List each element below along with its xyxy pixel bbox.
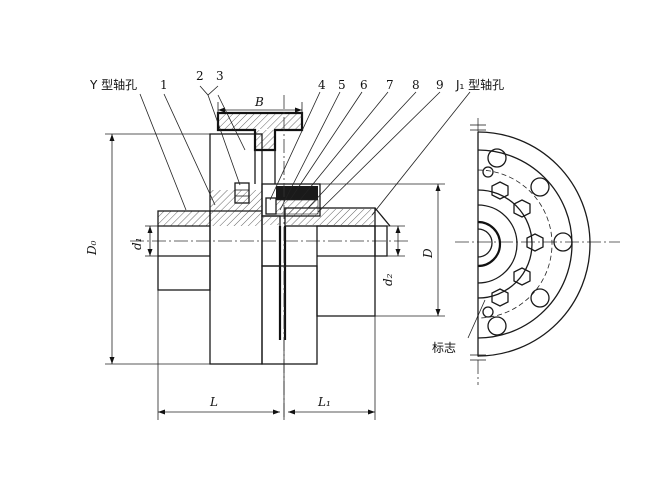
dim-D0: D₀ (85, 240, 99, 256)
dim-L1: L₁ (317, 395, 331, 409)
left-hub (157, 210, 211, 291)
leader-lines (139, 85, 486, 339)
dim-d1: d₁ (130, 238, 144, 251)
center-shaft (261, 215, 318, 365)
part-label-6: 6 (360, 78, 368, 92)
part-label-5: 5 (338, 78, 346, 92)
part-label-9: 9 (436, 78, 444, 92)
part-label-7: 7 (386, 78, 394, 92)
bolt (234, 182, 250, 204)
end-view (455, 118, 620, 385)
part-label-4: 4 (318, 78, 326, 92)
dim-d2: d₂ (381, 273, 395, 286)
dim-B: B (254, 95, 264, 109)
dim-L: L (209, 395, 218, 409)
label-y-bore: Y 型轴孔 (89, 77, 137, 92)
dimension-lines (105, 102, 445, 420)
label-mark: 标志 (432, 341, 456, 355)
part-label-8: 8 (412, 78, 420, 92)
left-flange (209, 133, 263, 365)
part-label-1: 1 (160, 78, 168, 92)
part-label-2: 2 (196, 69, 204, 83)
section-view (130, 95, 410, 420)
dim-D: D (421, 248, 435, 259)
label-j1-bore: J₁ 型轴孔 (455, 77, 504, 92)
part-label-3: 3 (216, 69, 224, 83)
outer-sleeve (216, 111, 304, 184)
right-hub (284, 207, 391, 317)
